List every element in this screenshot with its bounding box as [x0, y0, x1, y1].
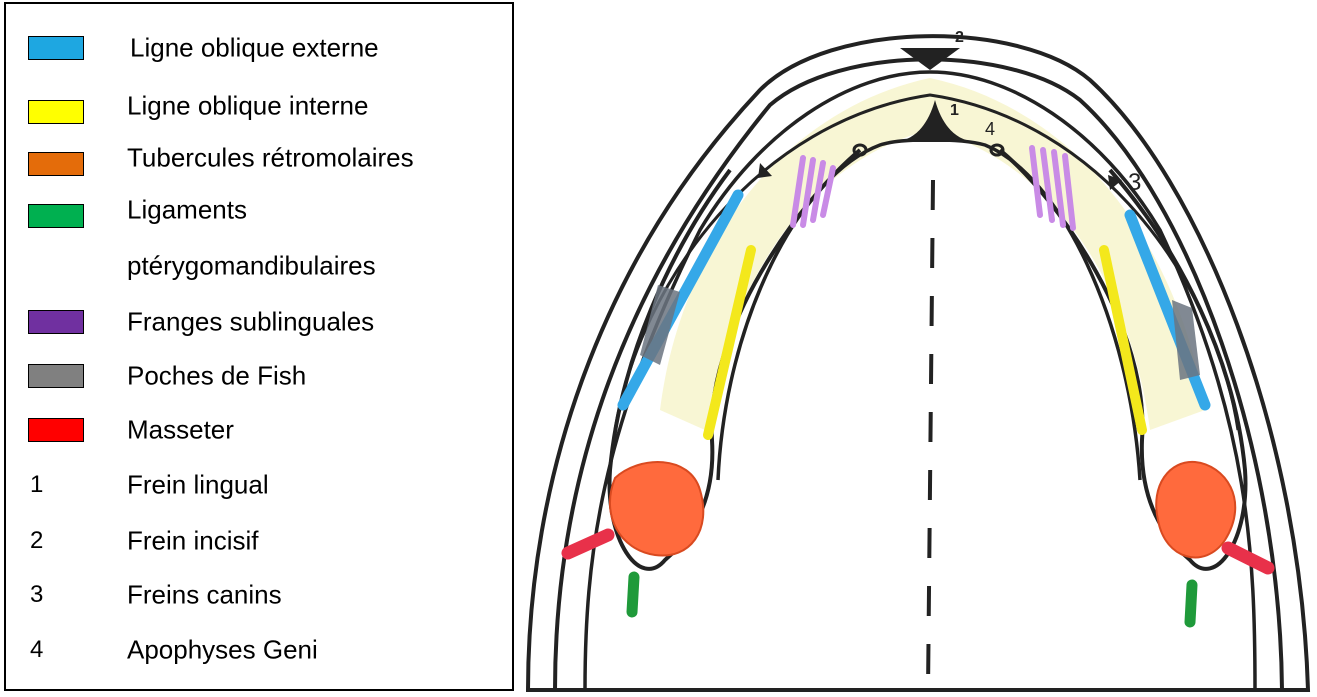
legend-label: Ligne oblique interne: [127, 91, 368, 122]
legend-item-poches-de-fish: Poches de Fish: [6, 356, 512, 396]
midline: [928, 180, 933, 692]
swatch-green: [28, 204, 84, 228]
legend-item-masseter: Masseter: [6, 410, 512, 450]
legend-label: Freins canins: [127, 580, 282, 611]
legend-label: Ligaments: [127, 195, 247, 226]
masseter-right: [1228, 548, 1268, 568]
legend-label: Frein incisif: [127, 526, 258, 557]
ligament-right: [1190, 585, 1192, 622]
legend-item-ligaments-continued: ptérygomandibulaires: [6, 246, 512, 286]
legend-number: 3: [30, 581, 43, 609]
marker-label-4: 4: [985, 119, 995, 139]
legend-number: 2: [30, 527, 43, 555]
ligament-left: [632, 577, 634, 612]
marker-label-1: 1: [950, 102, 959, 119]
tubercule-retromolaire-left: [610, 462, 703, 556]
legend-label: Masseter: [127, 415, 234, 446]
legend-item-frein-incisif: 2 Frein incisif: [6, 521, 512, 561]
swatch-purple: [28, 310, 84, 334]
legend-item-ligaments: Ligaments: [6, 190, 512, 230]
swatch-gray: [28, 364, 84, 388]
legend-item-ligne-oblique-externe: Ligne oblique externe: [6, 28, 512, 68]
legend-label: Poches de Fish: [127, 361, 306, 392]
swatch-blue: [28, 36, 84, 60]
legend-number: 1: [30, 471, 43, 499]
legend-label: ptérygomandibulaires: [127, 251, 376, 282]
swatch-orange: [28, 152, 84, 176]
tubercule-retromolaire-right: [1156, 462, 1235, 558]
legend-label: Apophyses Geni: [127, 635, 318, 666]
mandible-diagram: 1 2 3 4: [520, 0, 1317, 697]
swatch-red: [28, 418, 84, 442]
legend-label: Tubercules rétromolaires: [127, 143, 414, 174]
legend-number: 4: [30, 636, 43, 664]
legend-item-freins-canins: 3 Freins canins: [6, 575, 512, 615]
swatch-yellow: [28, 100, 84, 124]
legend-label: Frein lingual: [127, 470, 269, 501]
legend-item-apophyses-geni: 4 Apophyses Geni: [6, 630, 512, 670]
legend-item-ligne-oblique-interne: Ligne oblique interne: [6, 86, 512, 126]
legend-item-franges-sublinguales: Franges sublinguales: [6, 302, 512, 342]
marker-label-2: 2: [955, 29, 964, 46]
marker-label-3: 3: [1128, 169, 1141, 196]
legend: Ligne oblique externe Ligne oblique inte…: [4, 2, 514, 691]
legend-item-frein-lingual: 1 Frein lingual: [6, 465, 512, 505]
legend-label: Franges sublinguales: [127, 307, 374, 338]
legend-item-tubercules-retromolaires: Tubercules rétromolaires: [6, 138, 512, 178]
masseter-left: [568, 535, 608, 553]
legend-label: Ligne oblique externe: [130, 33, 379, 64]
